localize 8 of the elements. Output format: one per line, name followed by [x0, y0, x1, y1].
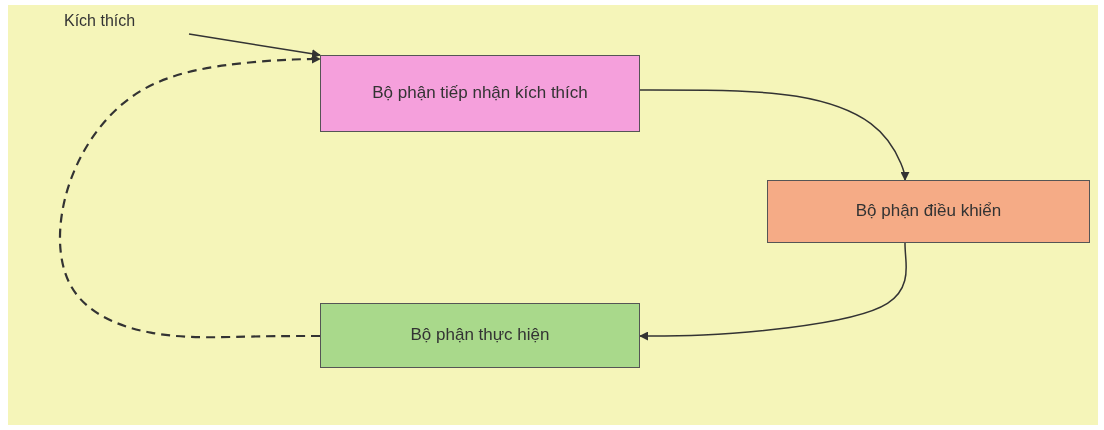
process-box: Bộ phận thực hiện: [320, 303, 640, 368]
stimulus-label: Kích thích: [64, 8, 189, 34]
arrow: [188, 33, 321, 59]
process-box: Bộ phận điều khiển: [767, 180, 1090, 243]
arrow: [639, 89, 910, 181]
process-box: Bộ phận tiếp nhận kích thích: [320, 55, 640, 132]
dashed-arrow: [58, 54, 321, 339]
arrow: [639, 242, 907, 341]
